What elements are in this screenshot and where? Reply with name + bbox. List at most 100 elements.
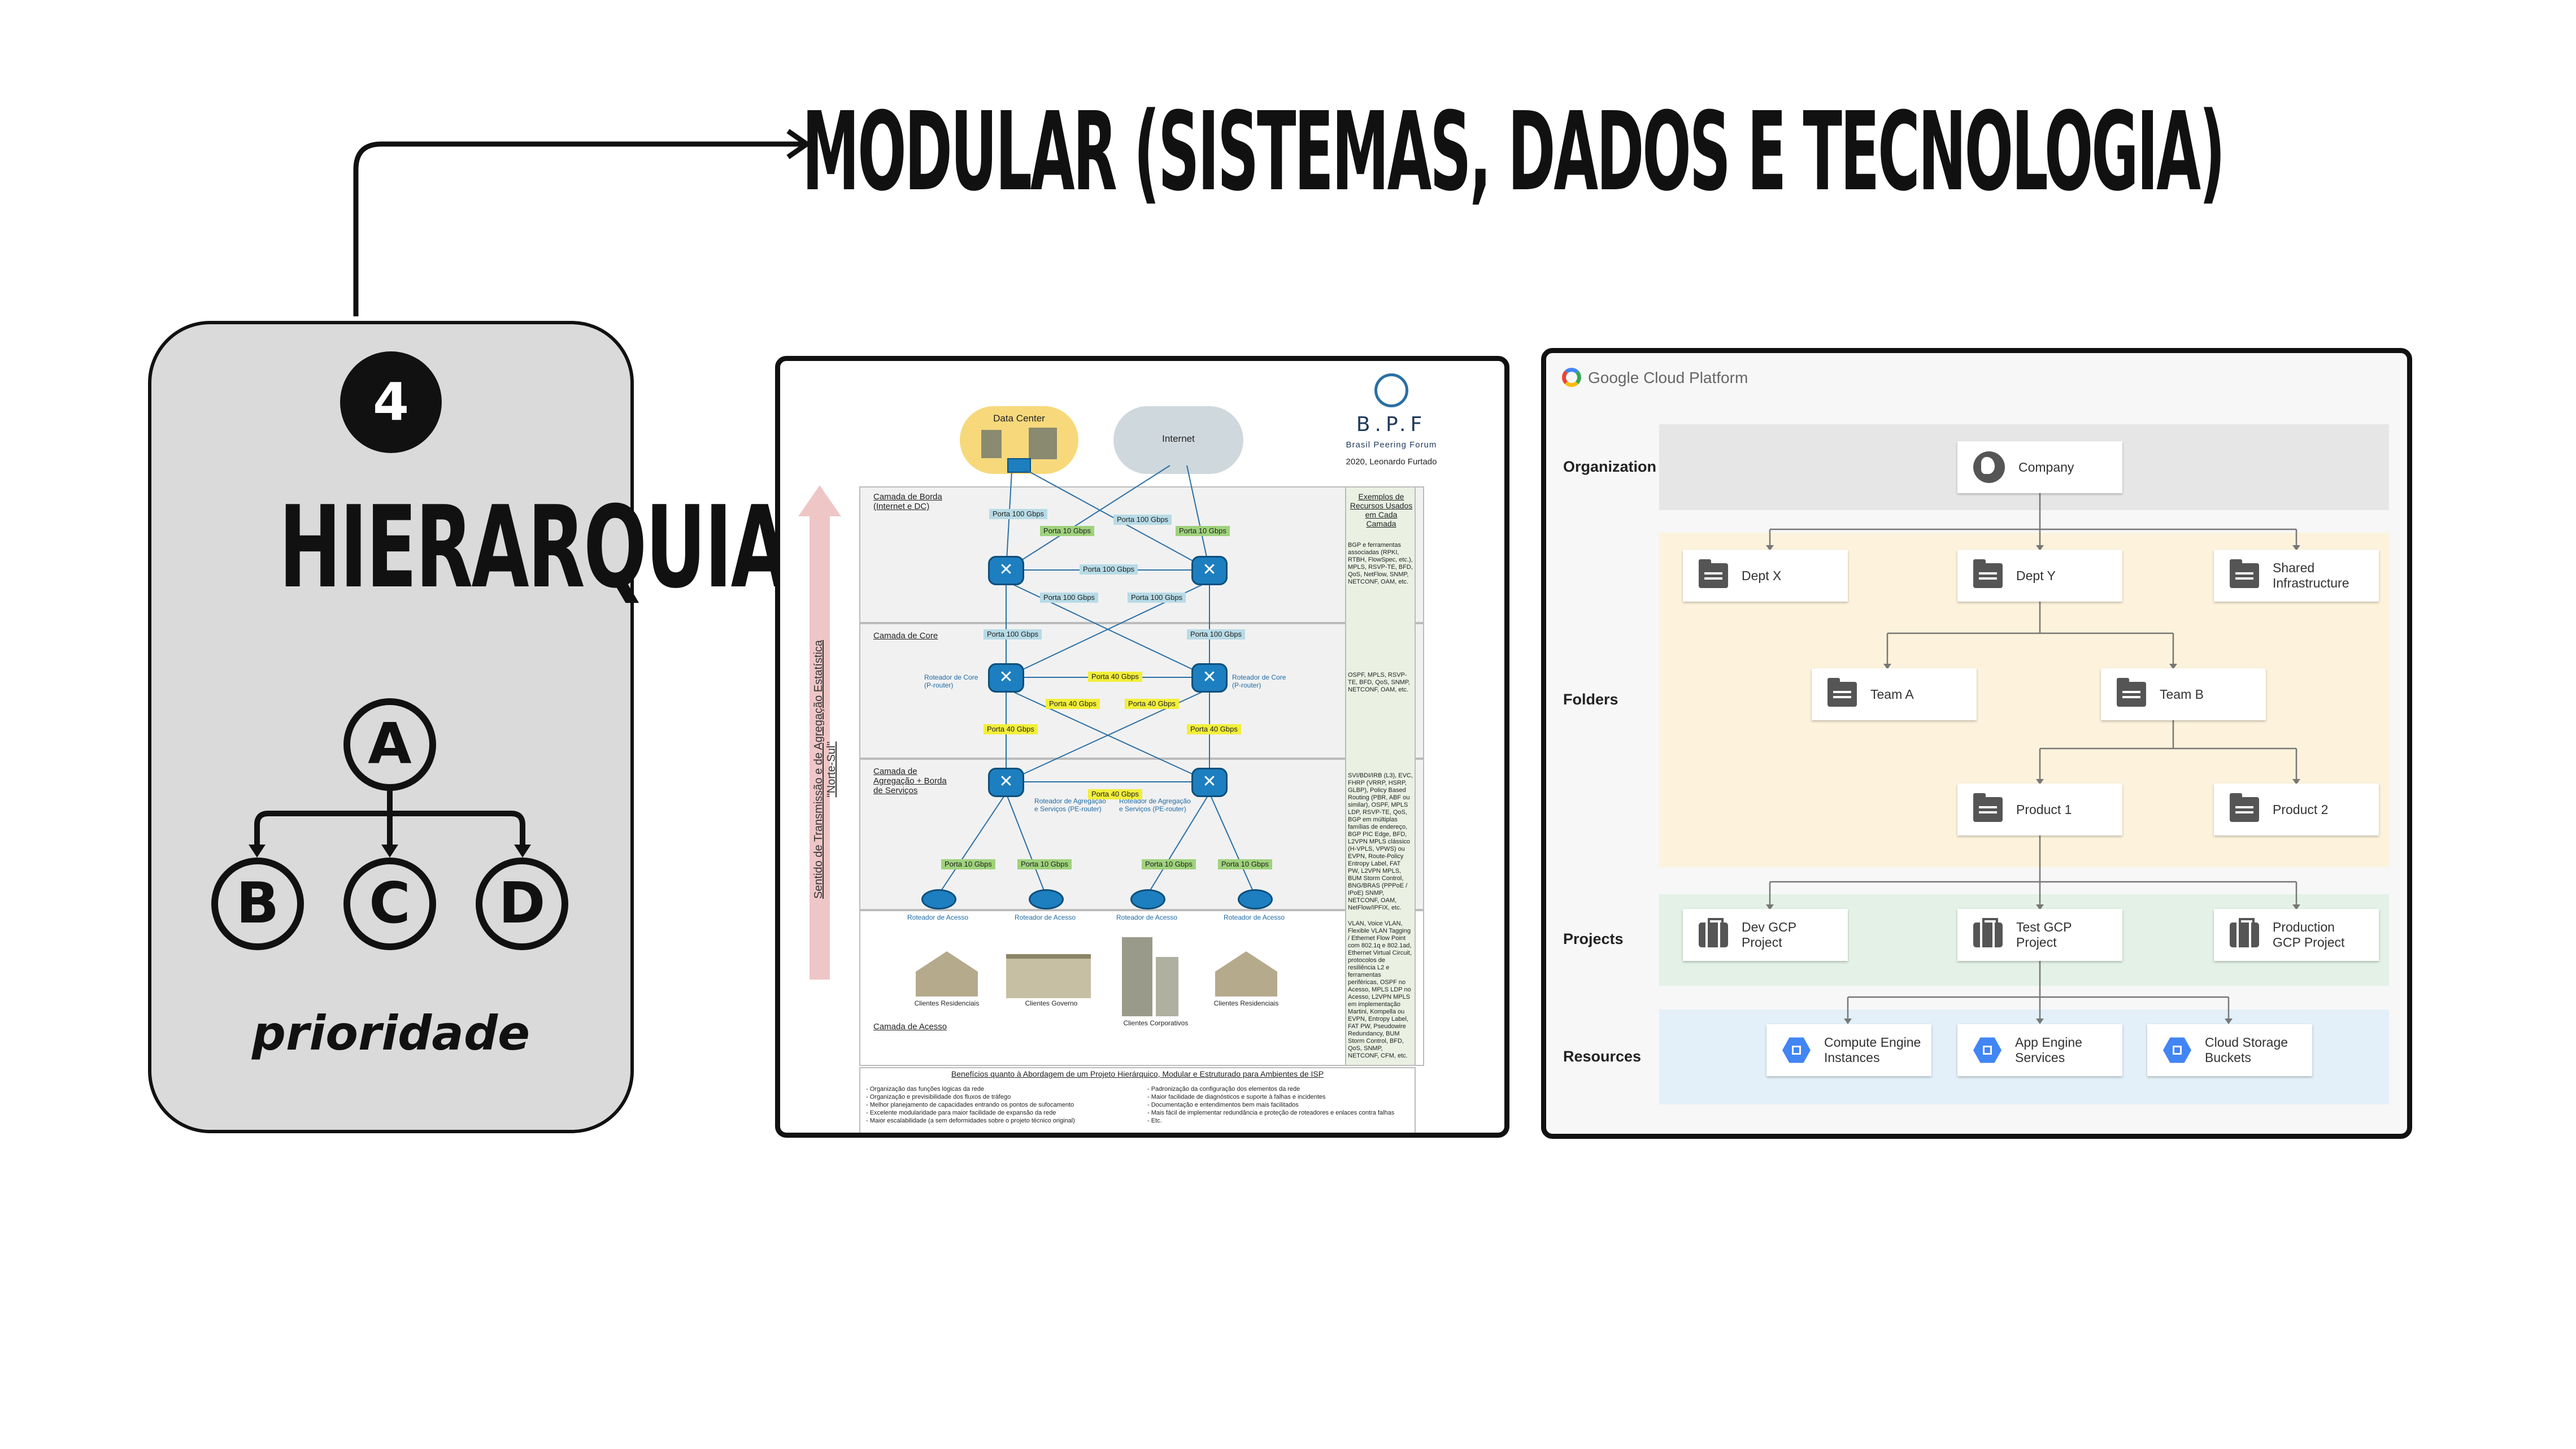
access-router-3	[1130, 889, 1165, 910]
gcp-hierarchy-panel: Google Cloud Platform Organization Folde…	[1541, 348, 2412, 1139]
client-label-2: Clientes Governo	[1025, 999, 1078, 1007]
access-router-2-label: Roteador de Acesso	[1015, 913, 1076, 921]
node-shared-line-1: Shared	[2273, 560, 2315, 575]
tree-connectors	[249, 791, 531, 858]
benefit-item: - Excelente modularidade para maior faci…	[866, 1109, 1056, 1116]
port-tag-100g-6: Porta 100 Gbps	[984, 629, 1042, 639]
folder-icon	[2117, 678, 2146, 707]
folder-icon	[2230, 559, 2259, 588]
port-tag-40g-1: Porta 40 Gbps	[1088, 672, 1142, 682]
access-router-1	[921, 889, 956, 910]
globe-icon	[1973, 451, 2005, 483]
node-test-line-2: Project	[2016, 935, 2057, 950]
datacenter-label: Data Center	[993, 413, 1045, 424]
port-tag-40g-6: Porta 40 Gbps	[1088, 789, 1142, 799]
node-product-2[interactable]: Product 2	[2214, 784, 2379, 836]
resources-aggregation: SVI/BDI/IRB (L3), EVC, FHRP (VRRP, HSRP,…	[1348, 772, 1413, 911]
benefit-item: - Etc.	[1147, 1117, 1162, 1124]
core-router-2	[1191, 663, 1228, 693]
benefits-right-list: - Padronização da configuração dos eleme…	[1147, 1085, 1413, 1125]
node-dept-y[interactable]: Dept Y	[1957, 550, 2122, 602]
connector-arrow	[353, 129, 810, 316]
folder-icon	[2230, 793, 2259, 822]
tree-node-b: B	[211, 858, 304, 950]
bpf-logo-subtitle: Brasil Peering Forum	[1346, 440, 1437, 450]
node-team-b-label: Team B	[2160, 686, 2204, 702]
client-label-4: Clientes Residenciais	[1213, 999, 1279, 1007]
benefits-title: Benefícios quanto à Abordagem de um Proj…	[951, 1069, 1324, 1078]
resources-column	[1345, 486, 1416, 1066]
node-team-a[interactable]: Team A	[1812, 668, 1977, 720]
port-tag-100g-3: Porta 100 Gbps	[1080, 564, 1138, 575]
corporate-building-icon-1	[1122, 937, 1152, 1016]
card-caption: prioridade	[251, 1006, 530, 1061]
node-product-1[interactable]: Product 1	[1957, 784, 2122, 836]
node-team-b[interactable]: Team B	[2101, 668, 2266, 720]
client-label-1: Clientes Residenciais	[914, 999, 980, 1007]
port-tag-40g-2: Porta 40 Gbps	[1046, 699, 1100, 709]
gcp-brand: Google Cloud Platform	[1588, 369, 1748, 387]
folder-icon	[1699, 559, 1728, 588]
benefit-item: - Padronização da configuração dos eleme…	[1147, 1086, 1300, 1093]
internet-label: Internet	[1162, 433, 1195, 444]
resources-access: VLAN, Voice VLAN, Flexible VLAN Tagging …	[1348, 920, 1412, 1059]
access-router-4	[1238, 889, 1273, 910]
corporate-building-icon-2	[1156, 957, 1178, 1016]
briefcase-icon	[1973, 918, 2003, 947]
gcp-connectors	[1766, 493, 2300, 1024]
node-company[interactable]: Company	[1957, 441, 2122, 493]
resources-core: OSPF, MPLS, RSVP-TE, BFD, QoS, SNMP, NET…	[1348, 672, 1410, 693]
server-rack-icon	[1029, 428, 1057, 459]
row-label-resources: Resources	[1563, 1048, 1642, 1065]
benefit-item: - Maior escalabilidade (a sem deformidad…	[866, 1117, 1075, 1124]
port-tag-10g-6: Porta 10 Gbps	[1218, 859, 1272, 869]
port-tag-10g-5: Porta 10 Gbps	[1142, 859, 1196, 869]
node-dept-x[interactable]: Dept X	[1683, 550, 1848, 602]
node-dev-line-2: Project	[1742, 935, 1782, 950]
core-router-2-label: Roteador de Core (P-router)	[1232, 673, 1286, 689]
internet-cloud	[1113, 406, 1243, 474]
node-company-label: Company	[2018, 459, 2074, 475]
port-tag-100g-1: Porta 100 Gbps	[989, 509, 1048, 519]
card-number-badge: 4	[340, 351, 442, 453]
server-icon	[981, 430, 1002, 458]
bpf-logo-icon	[1374, 373, 1408, 407]
briefcase-icon	[2230, 918, 2259, 947]
node-app-line-1: App Engine	[2015, 1035, 2082, 1050]
benefit-item: - Maior facilidade de diagnósticos e sup…	[1147, 1094, 1326, 1100]
port-tag-10g-2: Porta 10 Gbps	[1176, 526, 1230, 536]
edge-router-1	[988, 556, 1024, 585]
port-tag-10g-4: Porta 10 Gbps	[1017, 859, 1072, 869]
card-title-text: HIERARQUIA	[279, 482, 789, 613]
node-product-1-label: Product 1	[2016, 802, 2072, 817]
layer-access-title: Camada de Acesso	[873, 1022, 947, 1032]
node-storage-line-2: Buckets	[2205, 1050, 2251, 1065]
layer-aggregation-title: Camada de Agregação + Borda de Serviços	[873, 767, 947, 795]
google-cloud-logo-icon	[1562, 368, 1581, 387]
node-storage-line-1: Cloud Storage	[2205, 1035, 2288, 1050]
gcp-brand-google: Google	[1588, 369, 1639, 386]
access-router-1-label: Roteador de Acesso	[907, 913, 969, 921]
folder-icon	[1973, 793, 2003, 822]
access-router-4-label: Roteador de Acesso	[1224, 913, 1285, 921]
card-title: HIERARQUIA	[148, 486, 789, 610]
headline: MODULAR (SISTEMAS, DADOS E TECNOLOGIA)	[802, 89, 2225, 215]
cloud-storage-icon	[2163, 1037, 2191, 1063]
briefcase-icon	[1699, 918, 1728, 947]
node-dev-line-1: Dev GCP	[1742, 920, 1797, 934]
node-team-a-label: Team A	[1870, 686, 1914, 702]
node-prod-line-1: Production	[2273, 920, 2335, 934]
edge-router-2	[1191, 556, 1228, 585]
row-label-organization: Organization	[1563, 458, 1657, 475]
port-tag-10g-3: Porta 10 Gbps	[941, 859, 995, 869]
